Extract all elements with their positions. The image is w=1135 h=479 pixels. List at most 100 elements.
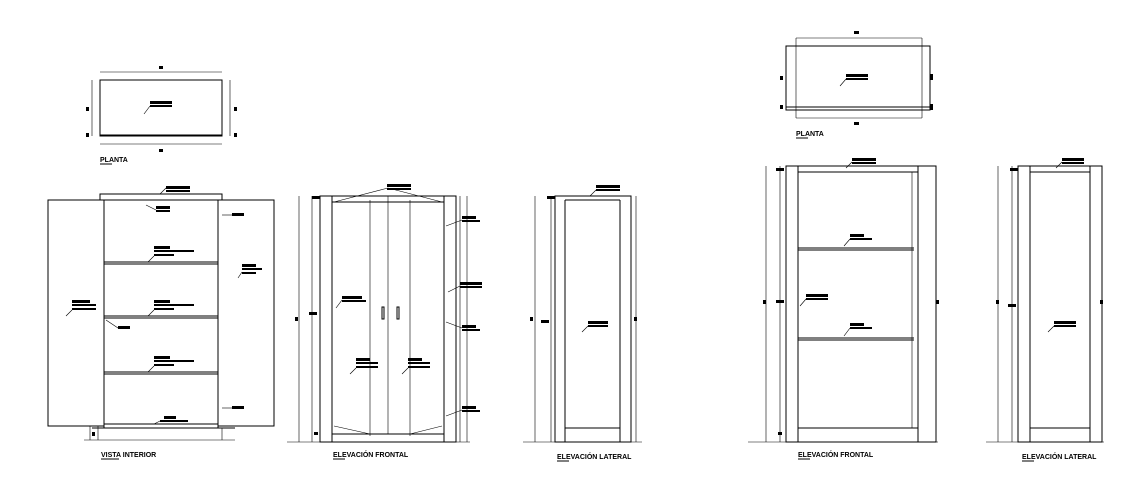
leader-line [153,420,161,425]
leader-line [799,298,807,307]
leader-line [843,238,851,247]
annotation-label [462,216,476,219]
annotation-label [462,410,480,412]
view-title-elevacion-lateral-right: ELEVACIÓN LATERAL [1022,452,1097,461]
annotation-label [596,185,620,188]
dimension-tag [541,320,549,323]
annotation-label [232,213,244,216]
leader-line [159,187,167,195]
dimension-tag [780,76,783,80]
annotation-label [462,220,480,222]
plan-view-right: PLANTA [780,31,933,139]
leader-line [581,325,589,333]
leader-line [445,409,463,417]
leader-line [445,219,463,227]
annotation-label [462,325,476,328]
view-title-planta-right: PLANTA [796,131,824,138]
leader-line [1047,325,1055,333]
dimension-tag [234,133,237,137]
leader-line [147,365,155,373]
leader-line [145,204,157,211]
leader-line [447,285,461,293]
dimension-tag [1008,304,1016,307]
annotation-label [462,329,480,331]
cabinet-outline [785,165,937,443]
leader-line [335,299,343,309]
dimension-tag [1010,168,1018,171]
dimension-tag [159,66,163,69]
door-handle [381,306,385,320]
leader-line [65,309,73,317]
annotation-label [356,362,378,364]
leader-line [845,161,853,169]
dimension-tag [530,317,533,321]
leader-line [445,321,463,329]
annotation-label [154,300,170,303]
cabinet-side-outline [1017,165,1103,443]
annotation-label [150,101,172,104]
annotation-label [72,300,90,303]
dimension-tag [86,107,89,111]
annotation-label [232,406,244,409]
annotation-label [846,78,868,80]
annotation-label [1054,321,1076,324]
annotation-label [160,420,188,422]
annotation-label [154,254,174,256]
annotation-label [408,366,430,368]
dimension-tag [776,168,784,171]
dimension-tag [930,74,933,80]
annotation-label [154,364,174,366]
annotation-label [154,246,170,249]
view-title-planta-left: PLANTA [100,157,128,164]
annotation-label [460,286,482,288]
annotation-label [588,325,608,327]
leader-line [589,189,597,197]
annotation-label [1054,325,1076,327]
annotation-label [150,105,172,107]
annotation-label [356,358,370,361]
annotation-label [1062,158,1084,161]
side-elevation-left: ELEVACIÓN LATERAL [523,185,642,462]
dimension-tag [776,300,784,303]
annotation-label [154,356,170,359]
dimension-tag [854,31,859,34]
annotation-label [154,250,194,252]
annotation-label [154,304,194,306]
annotation-label [118,326,130,329]
leader-line [401,367,409,375]
annotation-label [1062,162,1084,164]
annotation-label [846,74,868,77]
dimension-tag [312,196,320,199]
plan-view-left: PLANTA [86,66,237,165]
side-elevation-right: ELEVACIÓN LATERAL [986,158,1104,462]
annotation-label [156,210,170,212]
door-swing-line [409,425,443,435]
leader-line [105,319,119,329]
annotation-label [387,188,411,190]
front-elevation-left: ELEVACIÓN FRONTAL [287,184,482,460]
annotation-label [154,360,194,362]
annotation-label [72,308,96,310]
dimension-tag [92,432,95,436]
interior-view: VISTA INTERIOR [47,186,275,460]
annotation-label [596,189,620,191]
annotation-label [408,362,430,364]
view-title-elevacion-frontal-left: ELEVACIÓN FRONTAL [333,450,409,459]
door-swing-line [387,187,443,203]
annotation-label [852,158,876,161]
dimension-tag [234,107,237,111]
dimension-tag [309,312,317,315]
annotation-label [166,186,190,189]
leader-line [147,255,155,263]
dimension-tag [936,300,939,304]
view-title-elevacion-lateral-left: ELEVACIÓN LATERAL [557,452,632,461]
door-swing-line [333,187,389,203]
annotation-label [462,406,476,409]
leader-line [349,367,357,375]
annotation-label [850,234,864,237]
annotation-label [806,294,828,297]
right-door-leaf [217,199,275,427]
annotation-label [588,321,608,324]
dimension-tag [1100,300,1103,304]
